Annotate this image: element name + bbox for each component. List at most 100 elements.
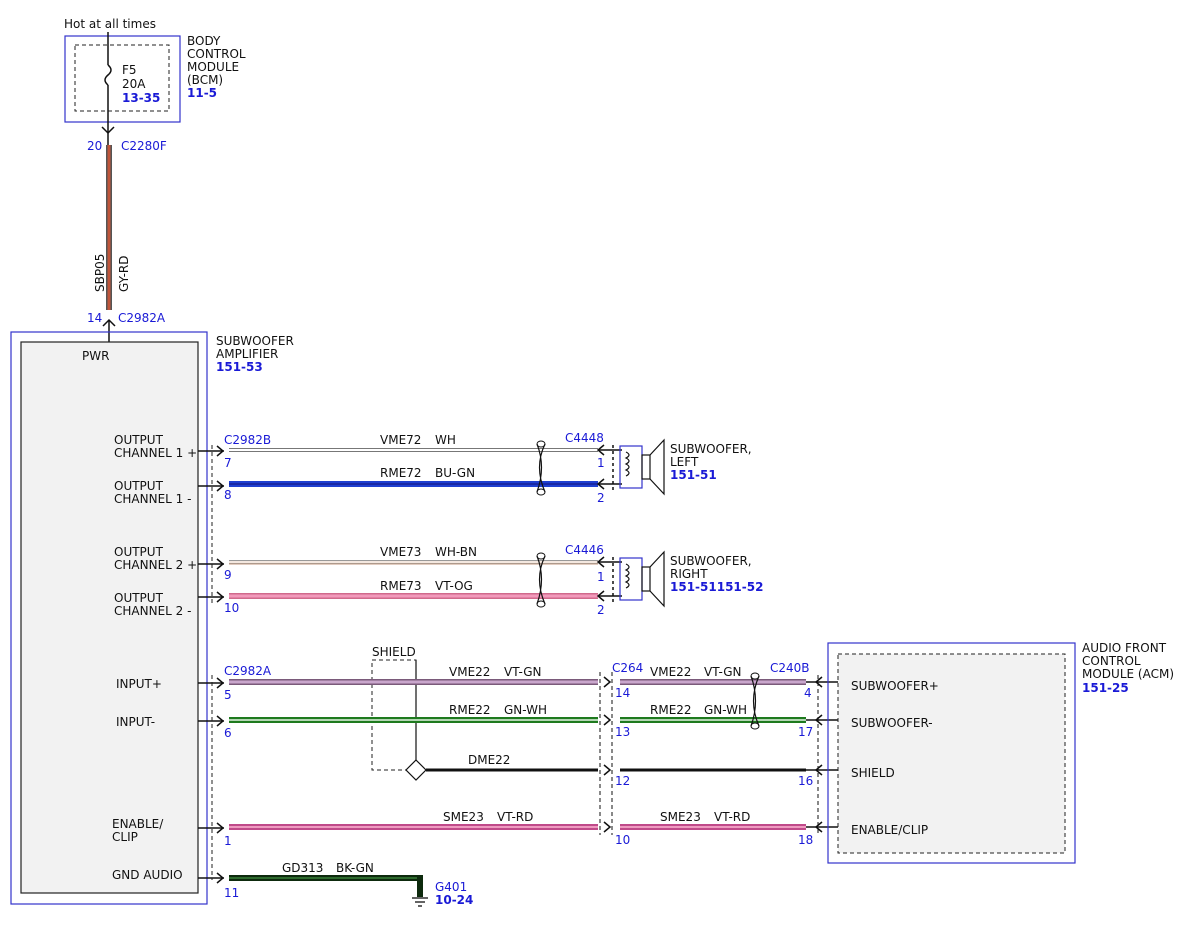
acm-subwoofer-plus: SUBWOOFER+ [851,679,939,693]
c2280f-label[interactable]: C2280F [121,139,167,153]
c2982b-label[interactable]: C2982B [224,433,271,447]
wire-rme22-left-color: GN-WH [504,703,547,717]
acm-enable-clip: ENABLE/CLIP [851,823,928,837]
pin-5: 5 [224,688,232,702]
acm-title-2: CONTROL [1082,654,1141,668]
fuse-rating: 20A [122,77,146,91]
c264-pin-14: 14 [615,686,630,700]
subwoofer-right-ref-link[interactable]: 151-51151-52 [670,580,763,594]
wire-vme73-circuit: VME73 [380,545,421,559]
speaker-coil-icon [624,451,630,477]
hot-at-all-times-label: Hot at all times [64,17,156,31]
input-plus-label: INPUT+ [116,677,162,691]
wire-vme22-right-circuit: VME22 [650,665,691,679]
wire-gd313-color: BK-GN [336,861,374,875]
enable-label-1: ENABLE/ [112,817,164,831]
c240b-label[interactable]: C240B [770,661,810,675]
bcm-fuse-box [74,44,170,112]
wire-vme22-left-circuit: VME22 [449,665,490,679]
acm-shield: SHIELD [851,766,895,780]
out2m-label-2: CHANNEL 2 - [114,604,191,618]
wire-gd313-circuit: GD313 [282,861,323,875]
speaker-left-pin-2: 2 [597,491,605,505]
out2p-label-2: CHANNEL 2 + [114,558,197,572]
subwoofer-left: SUBWOOFER, LEFT 151-51 [619,438,752,496]
amplifier-connector-stubs [198,445,225,884]
c240b-pin-17: 17 [798,725,813,739]
input-minus-label: INPUT- [116,715,155,729]
subwoofer-left-title-2: LEFT [670,455,699,469]
acm-subwoofer-minus: SUBWOOFER- [851,716,933,730]
shield-drain-icon [405,759,427,781]
twisted-pair-icon [536,555,546,605]
out1p-label-1: OUTPUT [114,433,164,447]
amplifier-inner-box [20,341,199,894]
pin-8: 8 [224,488,232,502]
enable-label-2: CLIP [112,830,138,844]
twisted-pair-icon [750,675,760,727]
c240b-pin-16: 16 [798,774,813,788]
fuse-icon [104,64,112,86]
c264-pin-10: 10 [615,833,630,847]
ground-section: GD313 BK-GN 11 G401 10-24 [224,861,473,907]
fuse-ref-link[interactable]: 13-35 [122,91,160,105]
wire-rme22-right-color: GN-WH [704,703,747,717]
amplifier-ref-link[interactable]: 151-53 [216,360,263,374]
acm-inner-box [837,653,1066,854]
pin-1: 1 [224,834,232,848]
pin-7: 7 [224,456,232,470]
c2982a-top-label[interactable]: C2982A [118,311,166,325]
speaker-connector-arrows [596,444,622,602]
amplifier-title-1: SUBWOOFER [216,334,294,348]
c264-connector [599,672,613,835]
gnd-audio-label: GND AUDIO [112,868,183,882]
subwoofer-right: SUBWOOFER, RIGHT 151-51151-52 [619,550,763,608]
wire-rme72-color: BU-GN [435,466,475,480]
wire-sme23-left-circuit: SME23 [443,810,484,824]
acm-ref-link[interactable]: 151-25 [1082,681,1129,695]
audio-front-control-module: AUDIO FRONT CONTROL MODULE (ACM) 151-25 … [827,641,1174,864]
shield-box [371,659,417,771]
c264-label[interactable]: C264 [612,661,643,675]
fuse-name: F5 [122,63,137,77]
c2982a-label[interactable]: C2982A [224,664,272,678]
amplifier-outer-box [10,331,208,905]
c240b-connector [806,675,838,835]
out2m-label-1: OUTPUT [114,591,164,605]
subwoofer-amplifier: SUBWOOFER AMPLIFIER 151-53 PWR OUTPUT CH… [10,331,294,905]
pin-10: 10 [224,601,239,615]
output-wires: C2982B VME72 WH RME72 BU-GN 7 8 C4448 1 … [224,431,605,617]
c4448-label[interactable]: C4448 [565,431,604,445]
input-wires: C2982A SHIELD VME22 VT-GN RME22 GN-WH DM… [224,645,838,848]
bcm-title-3: MODULE [187,60,239,74]
g401-ref-link[interactable]: 10-24 [435,893,473,907]
speaker-cone-icon [649,438,665,496]
g401-label[interactable]: G401 [435,880,467,894]
pin-9: 9 [224,568,232,582]
speaker-cone-icon [649,550,665,608]
bcm-title-2: CONTROL [187,47,246,61]
wire-sme23-right-circuit: SME23 [660,810,701,824]
circuit-sbp05: SBP05 [93,254,107,292]
wire-vme22-left-color: VT-GN [504,665,541,679]
wire-rme22-left-circuit: RME22 [449,703,491,717]
subwoofer-right-title-2: RIGHT [670,567,708,581]
wire-rme73-circuit: RME73 [380,579,422,593]
out1m-label-2: CHANNEL 1 - [114,492,191,506]
pwr-label: PWR [82,349,109,363]
bcm-ref-link[interactable]: 11-5 [187,86,217,100]
subwoofer-left-ref-link[interactable]: 151-51 [670,468,717,482]
wire-rme72-circuit: RME72 [380,466,422,480]
twisted-pair-icon [536,443,546,493]
wire-color-gy-rd: GY-RD [117,255,131,292]
wire-sme23-left-color: VT-RD [497,810,533,824]
wire-rme73-color: VT-OG [435,579,473,593]
bcm-title-4: (BCM) [187,73,223,87]
c240b-pin-4: 4 [804,686,812,700]
c2280f-pin: 20 [87,139,102,153]
wire-rme22-right-circuit: RME22 [650,703,692,717]
subwoofer-left-title-1: SUBWOOFER, [670,442,752,456]
out1m-label-1: OUTPUT [114,479,164,493]
shield-label: SHIELD [372,645,416,659]
c4446-label[interactable]: C4446 [565,543,604,557]
